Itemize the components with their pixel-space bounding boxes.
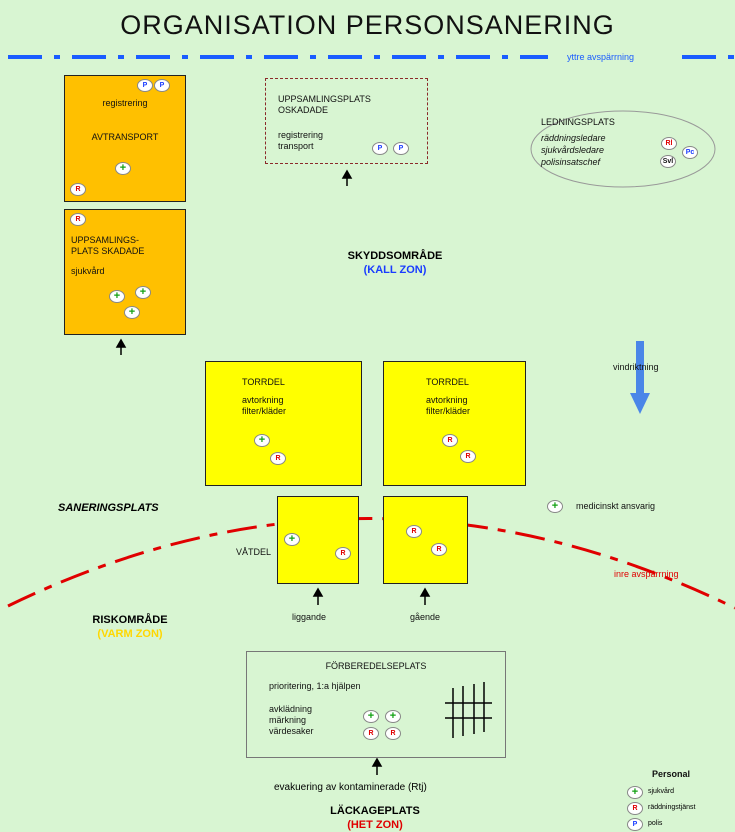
command-post-title: LEDNINGSPLATS bbox=[541, 117, 615, 127]
rescue-badge: R bbox=[460, 450, 476, 463]
rescue-badge: R bbox=[363, 727, 379, 740]
wet-part-left: + R bbox=[277, 496, 359, 584]
legend-title: Personal bbox=[652, 769, 691, 779]
risk-zone-subtitle: (VARM ZON) bbox=[97, 628, 163, 640]
legend-rescue-label: räddningstjänst bbox=[648, 804, 696, 811]
uninjured-box-subtitle: registrering transport bbox=[278, 130, 324, 151]
medical-badge: + bbox=[363, 710, 379, 723]
rescue-badge: R bbox=[442, 434, 458, 447]
injured-collection-box: R UPPSAMLINGS- PLATS SKADADE sjukvård + … bbox=[64, 209, 186, 335]
evacuation-label: evakuering av kontaminerade (Rtj) bbox=[274, 782, 427, 793]
police-badge: P bbox=[137, 79, 153, 92]
walking-label: gående bbox=[410, 612, 441, 622]
police-badge: P bbox=[372, 142, 388, 155]
preparation-box: FÖRBEREDELSEPLATS prioritering, 1:a hjäl… bbox=[246, 651, 506, 758]
dry-part-right: TORRDEL avtorkning filter/kläder R R bbox=[383, 361, 526, 486]
medical-badge: + bbox=[124, 306, 140, 319]
rescue-badge: R bbox=[70, 183, 86, 196]
rescue-badge: R bbox=[270, 452, 286, 465]
transport-registration-label: registrering bbox=[102, 98, 148, 108]
uninjured-collection-box: UPPSAMLINGSPLATS OSKADADE registrering t… bbox=[265, 78, 428, 164]
leak-zone-title: LÄCKAGEPLATS bbox=[330, 805, 420, 817]
rescue-badge: R bbox=[431, 543, 447, 556]
legend-rescue-icon: R bbox=[627, 802, 643, 815]
legend-police-label: polis bbox=[648, 820, 663, 827]
medical-badge: + bbox=[547, 500, 563, 513]
inner-cordon-arc bbox=[7, 517, 735, 610]
wet-part-right: R R bbox=[383, 496, 468, 584]
police-badge: P bbox=[154, 79, 170, 92]
dry-part-title: TORRDEL bbox=[242, 377, 285, 387]
medical-badge: + bbox=[284, 533, 300, 546]
rescue-badge: R bbox=[406, 525, 422, 538]
rescue-leader-badge: Rl bbox=[661, 137, 677, 150]
medical-leader-badge: Svl bbox=[660, 155, 676, 168]
dry-part-subtitle: avtorkning filter/kläder bbox=[426, 395, 471, 416]
command-post-item: sjukvårdsledare bbox=[541, 145, 605, 155]
wet-part-label: VÅTDEL bbox=[236, 547, 272, 557]
medical-badge: + bbox=[254, 434, 270, 447]
wind-direction-label: vindriktning bbox=[613, 362, 659, 372]
preparation-title: FÖRBEREDELSEPLATS bbox=[325, 661, 427, 671]
wind-arrow-shaft bbox=[636, 341, 644, 393]
police-badge: P bbox=[393, 142, 409, 155]
legend-medical-label: sjukvård bbox=[648, 788, 675, 795]
safe-zone-subtitle: (KALL ZON) bbox=[363, 264, 427, 276]
medical-badge: + bbox=[115, 162, 131, 175]
outer-cordon-label: yttre avspärrning bbox=[567, 52, 635, 62]
lying-label: liggande bbox=[292, 612, 327, 622]
inner-cordon-label: inre avspärrning bbox=[614, 569, 679, 579]
leak-zone-subtitle: (HET ZON) bbox=[347, 819, 403, 831]
dry-part-title: TORRDEL bbox=[426, 377, 469, 387]
transport-box: P P registrering AVTRANSPORT + R bbox=[64, 75, 186, 202]
wind-arrow-head bbox=[630, 393, 650, 414]
injured-box-subtitle: sjukvård bbox=[71, 266, 105, 276]
injured-box-title: UPPSAMLINGS- PLATS SKADADE bbox=[71, 235, 145, 256]
medical-badge: + bbox=[135, 286, 151, 299]
transport-title: AVTRANSPORT bbox=[91, 132, 159, 142]
legend-police-icon: P bbox=[627, 818, 643, 831]
dry-part-left: TORRDEL avtorkning filter/kläder + R bbox=[205, 361, 362, 486]
medical-badge: + bbox=[385, 710, 401, 723]
uninjured-box-title: UPPSAMLINGSPLATS OSKADADE bbox=[278, 94, 371, 115]
police-chief-badge: Pc bbox=[682, 146, 698, 159]
rescue-badge: R bbox=[335, 547, 351, 560]
preparation-list: avklädning märkning värdesaker bbox=[269, 704, 314, 736]
command-post-item: räddningsledare bbox=[541, 133, 606, 143]
preparation-priority-label: prioritering, 1:a hjälpen bbox=[269, 681, 361, 691]
legend-medical-icon: + bbox=[627, 786, 643, 799]
rescue-badge: R bbox=[70, 213, 86, 226]
risk-zone-title: RISKOMRÅDE bbox=[92, 614, 168, 626]
safe-zone-title: SKYDDSOMRÅDE bbox=[347, 250, 443, 262]
command-post-ellipse bbox=[530, 110, 716, 188]
medical-responsible-label: medicinskt ansvarig bbox=[576, 501, 656, 511]
medical-badge: + bbox=[109, 290, 125, 303]
up-arrows bbox=[115, 169, 431, 775]
decontamination-label: SANERINGSPLATS bbox=[58, 502, 159, 514]
dry-part-subtitle: avtorkning filter/kläder bbox=[242, 395, 287, 416]
page-title: ORGANISATION PERSONSANERING bbox=[120, 10, 615, 40]
rescue-badge: R bbox=[385, 727, 401, 740]
command-post-item: polisinsatschef bbox=[541, 157, 601, 167]
